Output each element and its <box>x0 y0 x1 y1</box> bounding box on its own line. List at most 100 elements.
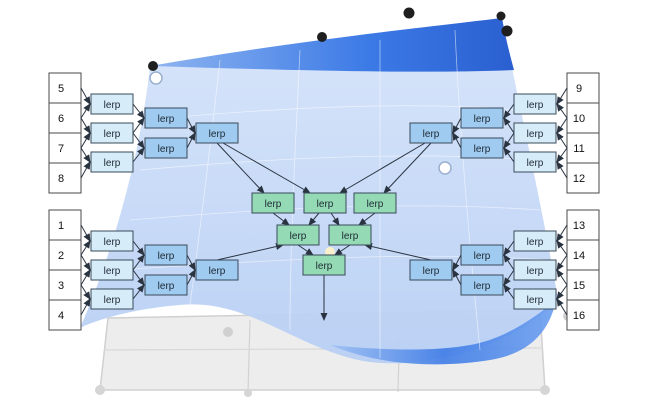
connection-arrow <box>80 240 91 256</box>
control-point-5[interactable]: 5 <box>48 72 82 104</box>
connection-arrow <box>80 161 91 179</box>
connection-arrow <box>186 254 196 271</box>
connection-arrow <box>503 254 515 271</box>
control-point-8[interactable]: 8 <box>48 162 82 194</box>
lerp-node: lerp <box>460 244 504 266</box>
lerp-node: lerp <box>409 259 453 281</box>
control-point-label: 11 <box>573 143 584 155</box>
lerp-node: lerp <box>144 137 188 159</box>
lerp-node: lerp <box>302 254 346 276</box>
lerp-label: lerp <box>158 281 175 292</box>
control-handle[interactable] <box>496 11 506 21</box>
control-point-label: 8 <box>58 173 64 185</box>
control-point-9[interactable]: 9 <box>566 72 600 104</box>
lerp-node: lerp <box>513 93 557 115</box>
connection-arrow <box>80 117 91 134</box>
control-handle[interactable] <box>223 327 233 337</box>
control-handle[interactable] <box>148 61 158 71</box>
connection-arrow <box>452 117 462 134</box>
lerp-node: lerp <box>90 151 134 173</box>
connection-arrow <box>186 269 196 286</box>
lerp-node: lerp <box>409 122 453 144</box>
lerp-node: lerp <box>353 192 397 214</box>
control-handle[interactable] <box>317 32 327 42</box>
connection-arrow <box>383 142 432 194</box>
connection-arrow <box>556 117 568 134</box>
control-point-7[interactable]: 7 <box>48 132 82 164</box>
lerp-node: lerp <box>460 137 504 159</box>
connection-arrow <box>556 298 568 316</box>
connection-arrow <box>132 269 145 286</box>
lerp-node: lerp <box>195 259 239 281</box>
control-point-label: 12 <box>573 173 585 185</box>
connection-arrow <box>132 254 145 271</box>
connection-arrow <box>358 212 376 226</box>
lerp-label: lerp <box>527 129 544 140</box>
connection-arrow <box>297 244 314 256</box>
connection-arrow <box>452 269 462 286</box>
connection-arrow <box>556 87 568 105</box>
lerp-label: lerp <box>367 199 384 210</box>
connection-arrow <box>272 212 290 226</box>
lerp-node: lerp <box>195 122 239 144</box>
connection-arrow <box>503 147 515 163</box>
connection-arrow <box>80 269 91 286</box>
control-point-label: 10 <box>573 113 585 125</box>
lerp-node: lerp <box>90 122 134 144</box>
control-handle[interactable] <box>501 25 513 37</box>
control-handle[interactable] <box>438 161 452 175</box>
control-point-4[interactable]: 4 <box>48 299 82 331</box>
control-handle[interactable] <box>403 7 415 19</box>
connection-arrow <box>308 212 320 226</box>
lerp-connections <box>80 87 568 321</box>
connection-arrow <box>132 240 145 256</box>
control-point-15[interactable]: 15 <box>566 269 600 301</box>
control-point-label: 13 <box>573 220 585 232</box>
control-point-label: 4 <box>58 310 64 322</box>
connection-arrow <box>132 132 145 149</box>
lerp-label: lerp <box>104 237 121 248</box>
control-point-1[interactable]: 1 <box>48 209 82 241</box>
connection-arrow <box>339 142 426 194</box>
lerp-label: lerp <box>527 237 544 248</box>
lerp-label: lerp <box>474 251 491 262</box>
connection-arrow <box>556 132 568 149</box>
control-point-14[interactable]: 14 <box>566 239 600 271</box>
lerp-node: lerp <box>90 93 134 115</box>
connection-arrow <box>503 284 515 300</box>
control-point-11[interactable]: 11 <box>566 132 600 164</box>
connection-arrow <box>503 269 515 286</box>
lerp-label: lerp <box>423 266 440 277</box>
connection-arrow <box>503 103 515 119</box>
lerp-node: lerp <box>90 230 134 252</box>
control-point-3[interactable]: 3 <box>48 269 82 301</box>
control-point-2[interactable]: 2 <box>48 239 82 271</box>
connection-arrow <box>452 132 462 149</box>
control-point-13[interactable]: 13 <box>566 209 600 241</box>
connection-arrow <box>222 142 311 194</box>
lerp-node: lerp <box>513 230 557 252</box>
control-handle[interactable] <box>149 71 163 85</box>
control-point-12[interactable]: 12 <box>566 162 600 194</box>
lerp-node: lerp <box>303 192 347 214</box>
control-point-16[interactable]: 16 <box>566 299 600 331</box>
control-point-label: 2 <box>58 250 64 262</box>
connection-arrow <box>452 254 462 271</box>
lerp-label: lerp <box>104 295 121 306</box>
connection-arrow <box>80 298 91 316</box>
control-point-6[interactable]: 6 <box>48 102 82 134</box>
lerp-node: lerp <box>513 122 557 144</box>
connection-arrow <box>556 284 568 300</box>
lerp-label: lerp <box>527 266 544 277</box>
control-point-label: 6 <box>58 113 64 125</box>
lerp-label: lerp <box>527 295 544 306</box>
control-point-label: 14 <box>573 250 585 262</box>
connection-arrow <box>216 142 265 194</box>
lerp-label: lerp <box>209 266 226 277</box>
lerp-node: lerp <box>144 244 188 266</box>
control-point-10[interactable]: 10 <box>566 102 600 134</box>
connection-arrow <box>216 243 284 261</box>
connection-arrow <box>334 244 351 256</box>
